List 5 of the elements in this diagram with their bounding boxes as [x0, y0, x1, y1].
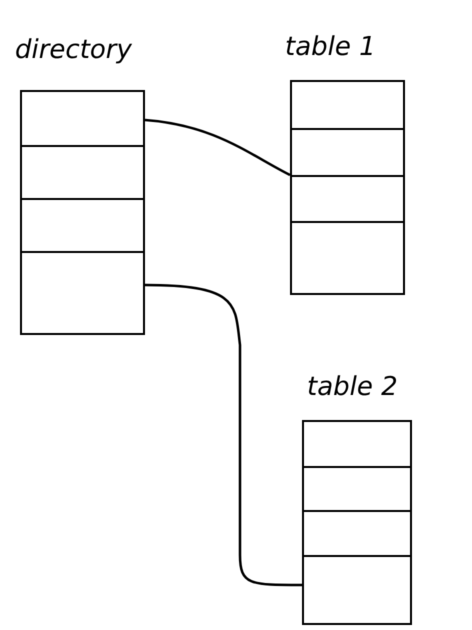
table-heading: table 2 — [307, 371, 399, 404]
table-heading: directory — [15, 34, 133, 66]
connector-line — [144, 118, 291, 176]
table-heading: table 1 — [285, 31, 377, 64]
connector-line — [144, 284, 302, 586]
